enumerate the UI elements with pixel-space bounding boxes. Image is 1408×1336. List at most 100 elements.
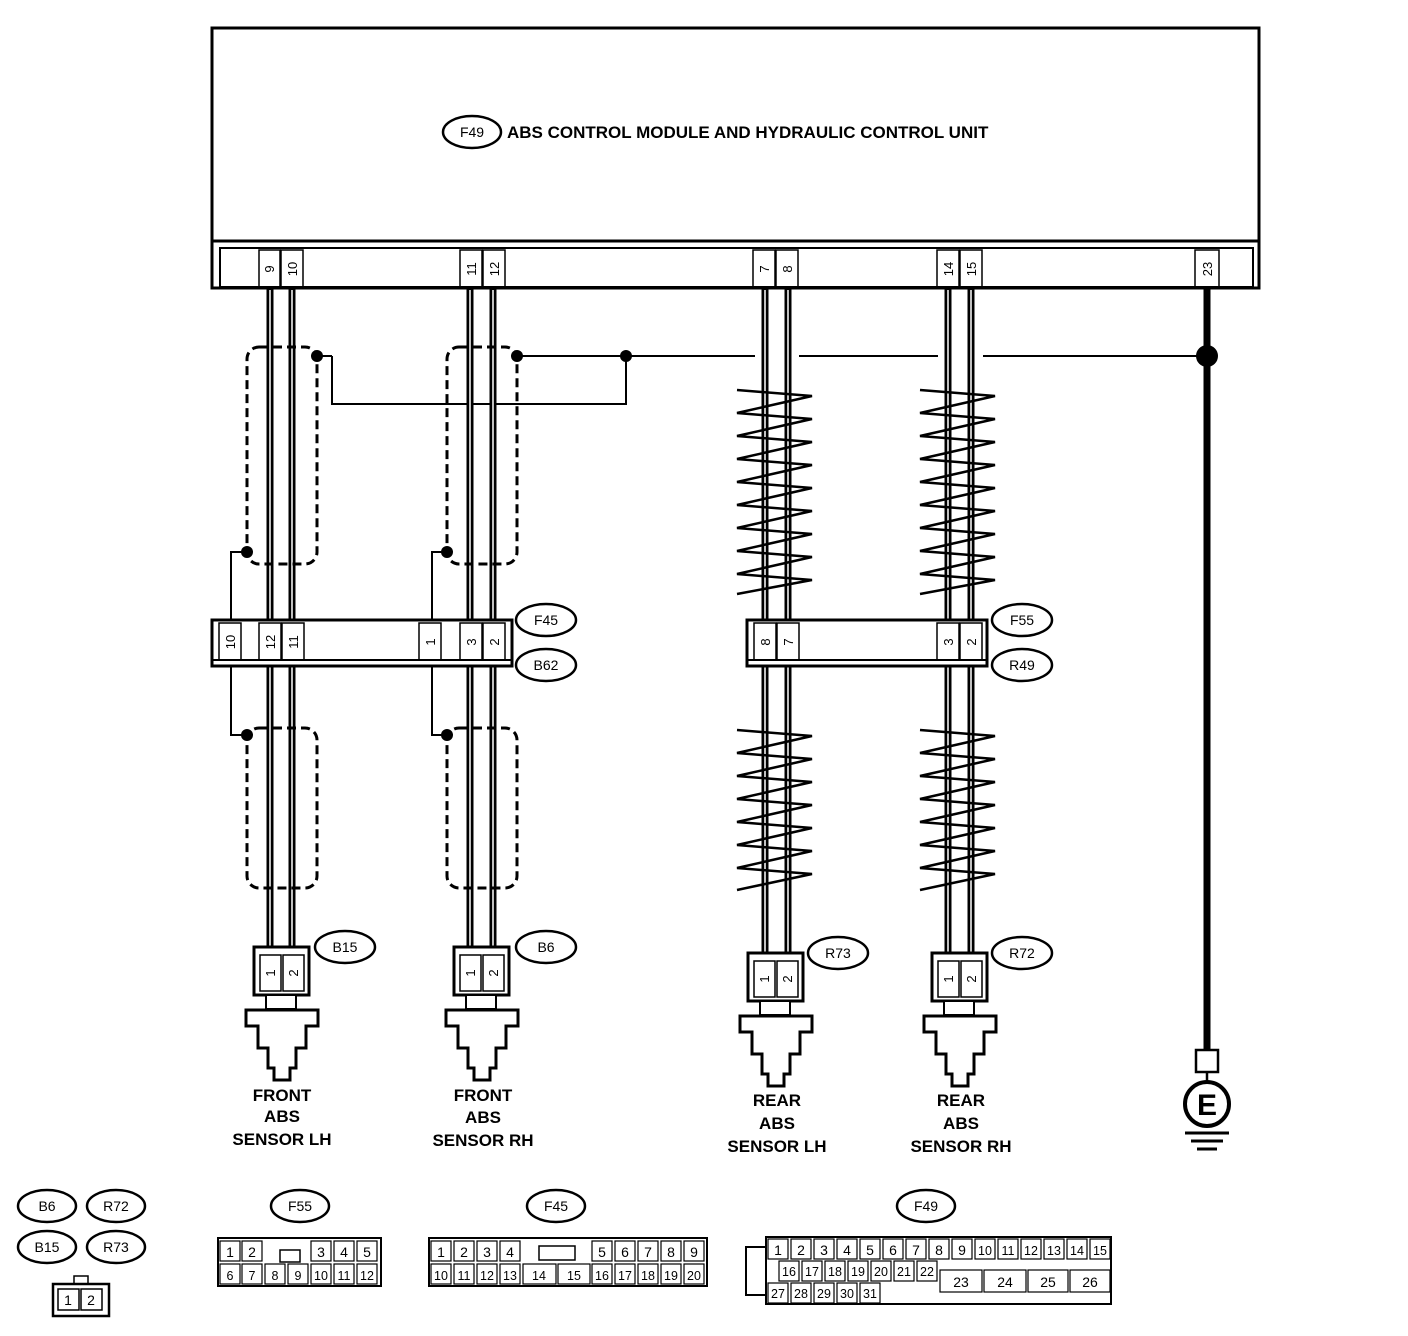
legend-f49-r1-7: 7 <box>912 1242 920 1258</box>
sensor-rear-rh-line2: ABS <box>943 1114 979 1133</box>
inline-rear-tag-top <box>990 602 1054 638</box>
module-tag <box>441 114 503 150</box>
inline-front-tag-bottom <box>514 647 578 683</box>
legend-f55-r2-8: 8 <box>272 1269 279 1283</box>
legend-f49-r1-1: 1 <box>774 1242 782 1258</box>
module-pin-15: 15 <box>964 262 979 276</box>
legend-f49-r1-2: 2 <box>797 1242 805 1258</box>
legend-f49-r2-22: 22 <box>920 1265 934 1279</box>
sensor-rear-lh-tag-text: R73 <box>825 945 851 961</box>
sensor-rear-lh: 1 2 R73 REAR ABS SENSOR LH <box>727 935 870 1156</box>
module-pin-11: 11 <box>464 262 479 276</box>
ground-label: E <box>1197 1089 1217 1122</box>
inline-front-pin-12: 12 <box>263 635 278 649</box>
sensor-rear-lh-pin-2: 2 <box>780 975 795 982</box>
legend-f45-tag: F45 <box>544 1198 568 1214</box>
sensor-front-lh-pin-1: 1 <box>263 969 278 976</box>
twist-rear-rh-upper <box>919 388 996 596</box>
legend-f49-r1-3: 3 <box>820 1242 828 1258</box>
legend-tag-r72: R72 <box>103 1198 129 1214</box>
sensor-front-rh-tag <box>514 929 578 965</box>
legend-f49-r3-30: 30 <box>840 1287 854 1301</box>
sensor-front-lh-tag <box>313 929 377 965</box>
legend-f49-r1-6: 6 <box>889 1242 897 1258</box>
legend-f49-r1-5: 5 <box>866 1242 874 1258</box>
ground-point: E <box>1183 1048 1231 1151</box>
legend-f45-r2-20: 20 <box>687 1269 701 1283</box>
inline-front-tag-top-text: F45 <box>534 612 558 628</box>
legend-f45-r1-8: 8 <box>667 1244 675 1260</box>
sensor-front-rh-body <box>444 1008 520 1082</box>
legend-f55: F55 1 2 3 4 5 6 7 8 9 10 11 12 <box>217 1188 382 1287</box>
inline-connector-front: 10 12 11 1 3 2 F45 B62 <box>210 602 578 683</box>
legend-f55-r1-3: 3 <box>317 1244 325 1260</box>
legend-f49-big-26: 26 <box>1082 1274 1098 1290</box>
legend-f55-r1-5: 5 <box>363 1244 371 1260</box>
legend-f55-r1-1: 1 <box>226 1244 234 1260</box>
shield-drain-dots <box>241 546 453 741</box>
legend-f55-tag: F55 <box>288 1198 312 1214</box>
legend-f49-r1-10: 10 <box>978 1244 992 1258</box>
legend-f55-r2-9: 9 <box>295 1269 302 1283</box>
sensor-front-rh-pin-2: 2 <box>486 969 501 976</box>
sensor-front-lh-body <box>244 1008 320 1082</box>
legend-f45-r1-1: 1 <box>437 1244 445 1260</box>
legend-f45-r1-6: 6 <box>621 1244 629 1260</box>
legend-f45-r1-5: 5 <box>598 1244 606 1260</box>
legend-f45-r2-13: 13 <box>503 1269 517 1283</box>
module-pin-8: 8 <box>780 265 795 272</box>
inline-rear-pin-3: 3 <box>941 638 956 645</box>
legend-tag-r73: R73 <box>103 1239 129 1255</box>
sensor-front-lh-pin-2: 2 <box>286 969 301 976</box>
shield-front-rh-upper <box>445 345 519 566</box>
sensor-front-rh-line2: ABS <box>465 1108 501 1127</box>
sensor-front-lh-line1: FRONT <box>253 1086 312 1105</box>
sensor-rear-lh-line3: SENSOR LH <box>727 1137 826 1156</box>
legend-f55-r1-2: 2 <box>248 1244 256 1260</box>
legend-f49-r2-20: 20 <box>874 1265 888 1279</box>
inline-front-pin-11: 11 <box>286 635 301 649</box>
legend-small-pin-2: 2 <box>87 1292 95 1308</box>
legend-f45-r1-9: 9 <box>690 1244 698 1260</box>
legend-f49-r3-31: 31 <box>863 1287 877 1301</box>
sensor-rear-lh-body <box>738 1014 814 1088</box>
sensor-rear-rh-line3: SENSOR RH <box>910 1137 1011 1156</box>
front-shields <box>245 345 519 890</box>
inline-front-pin-10: 10 <box>223 635 238 649</box>
sensor-front-rh: 1 2 B6 FRONT ABS SENSOR RH <box>432 929 578 1150</box>
inline-rear-pin-8: 8 <box>758 638 773 645</box>
legend-f45-r1-2: 2 <box>460 1244 468 1260</box>
legend-f55-r2-12: 12 <box>360 1269 374 1283</box>
module-title: ABS CONTROL MODULE AND HYDRAULIC CONTROL… <box>507 123 989 142</box>
module-pin-9: 9 <box>262 265 277 272</box>
legend-f55-r2-10: 10 <box>314 1269 328 1283</box>
sensor-front-rh-line1: FRONT <box>454 1086 513 1105</box>
legend-f49-big-23: 23 <box>953 1274 969 1290</box>
sensor-rear-rh-tag <box>990 935 1054 971</box>
legend-f49-r1-11: 11 <box>1002 1244 1015 1258</box>
legend-f49-tag: F49 <box>914 1198 938 1214</box>
inline-rear-pin-7: 7 <box>781 638 796 645</box>
module-pin-cells <box>258 249 1220 288</box>
inline-connector-rear: 8 7 3 2 F55 R49 <box>745 602 1054 683</box>
legend-f45-r1-7: 7 <box>644 1244 652 1260</box>
module-pin-12: 12 <box>487 262 502 276</box>
legend-f49-r3-28: 28 <box>794 1287 808 1301</box>
sensor-rear-rh-body <box>922 1014 998 1088</box>
legend-small-connector: B6 R72 B15 R73 1 2 <box>16 1188 147 1318</box>
legend-f45-r2-12: 12 <box>480 1269 494 1283</box>
wires <box>266 288 1211 1050</box>
inline-rear-pin-2: 2 <box>964 638 979 645</box>
inline-rear-tag-bottom <box>990 647 1054 683</box>
legend-f45-r2-14: 14 <box>532 1269 546 1283</box>
legend-small-pin-1: 1 <box>64 1292 72 1308</box>
legend-f49-r3-27: 27 <box>771 1287 785 1301</box>
legend-f49-r1-15: 15 <box>1093 1244 1107 1258</box>
module-pin-7: 7 <box>757 265 772 272</box>
inline-front-pin-2: 2 <box>487 638 502 645</box>
legend-f55-r2-6: 6 <box>227 1269 234 1283</box>
module-pin-10: 10 <box>285 262 300 276</box>
legend-f49-r1-9: 9 <box>958 1242 966 1258</box>
sensor-front-lh-line3: SENSOR LH <box>232 1130 331 1149</box>
